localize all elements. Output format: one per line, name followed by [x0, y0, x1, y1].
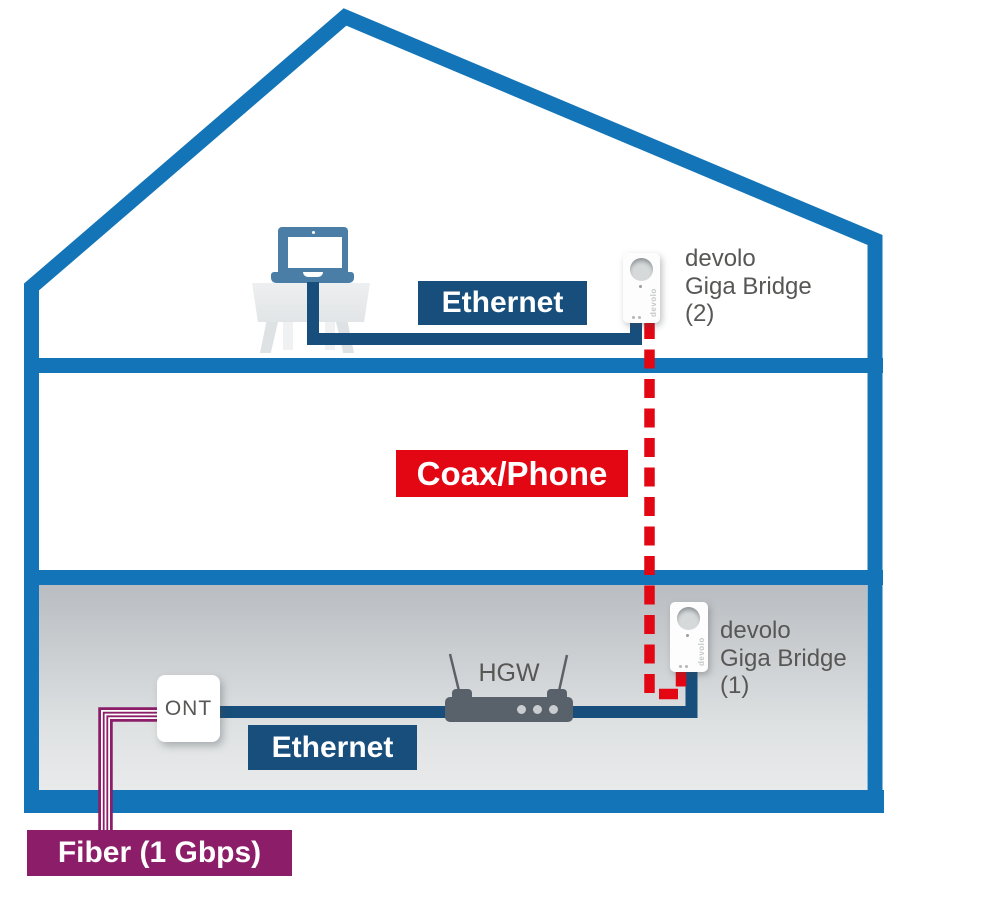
coax-phone-line [644, 320, 687, 700]
ethernet-label-upper: Ethernet [418, 281, 587, 325]
hgw-led [549, 705, 558, 714]
hgw-led [517, 705, 526, 714]
laptop-screen-display [288, 237, 342, 268]
device-led [685, 665, 688, 668]
power-socket-icon [677, 607, 700, 630]
giga-bridge-1-device: devolo [670, 602, 708, 672]
house-outline [24, 8, 883, 806]
product-line: Giga Bridge [720, 644, 847, 672]
socket-pin [686, 634, 689, 637]
socket-pin [639, 285, 642, 288]
hgw-router [445, 697, 573, 722]
hgw-led [533, 705, 542, 714]
desk-back-leg-left [283, 322, 293, 350]
ethernet-cable-lower [214, 664, 698, 718]
power-socket-icon [630, 258, 653, 281]
hgw-antenna-right [557, 654, 569, 692]
device-led [632, 316, 635, 319]
product-line: Giga Bridge [685, 272, 812, 300]
brand-line: devolo [685, 245, 756, 272]
hgw-antenna-left [448, 653, 461, 692]
fiber-label: Fiber (1 Gbps) [27, 830, 292, 876]
ont-box: ONT [157, 675, 220, 742]
laptop-camera-dot [312, 231, 315, 234]
giga-bridge-2-device: devolo [623, 253, 660, 323]
giga-bridge-2-label: devolo Giga Bridge (2) [685, 245, 812, 328]
device-brand-text: devolo [697, 637, 706, 666]
fiber-cable [98, 707, 165, 840]
ethernet-cable-upper [307, 282, 642, 345]
hgw-label: HGW [478, 659, 540, 687]
device-led [679, 665, 682, 668]
device-brand-text: devolo [649, 288, 658, 317]
coax-phone-label: Coax/Phone [396, 450, 628, 497]
unit-line: (2) [685, 300, 715, 327]
ont-label: ONT [164, 696, 213, 720]
laptop-base-notch [303, 272, 323, 277]
ethernet-label-lower: Ethernet [248, 725, 417, 770]
giga-bridge-1-label: devolo Giga Bridge (1) [720, 617, 847, 700]
laptop-base [271, 272, 354, 283]
brand-line: devolo [720, 617, 791, 644]
unit-line: (1) [720, 672, 750, 699]
device-led [638, 316, 641, 319]
